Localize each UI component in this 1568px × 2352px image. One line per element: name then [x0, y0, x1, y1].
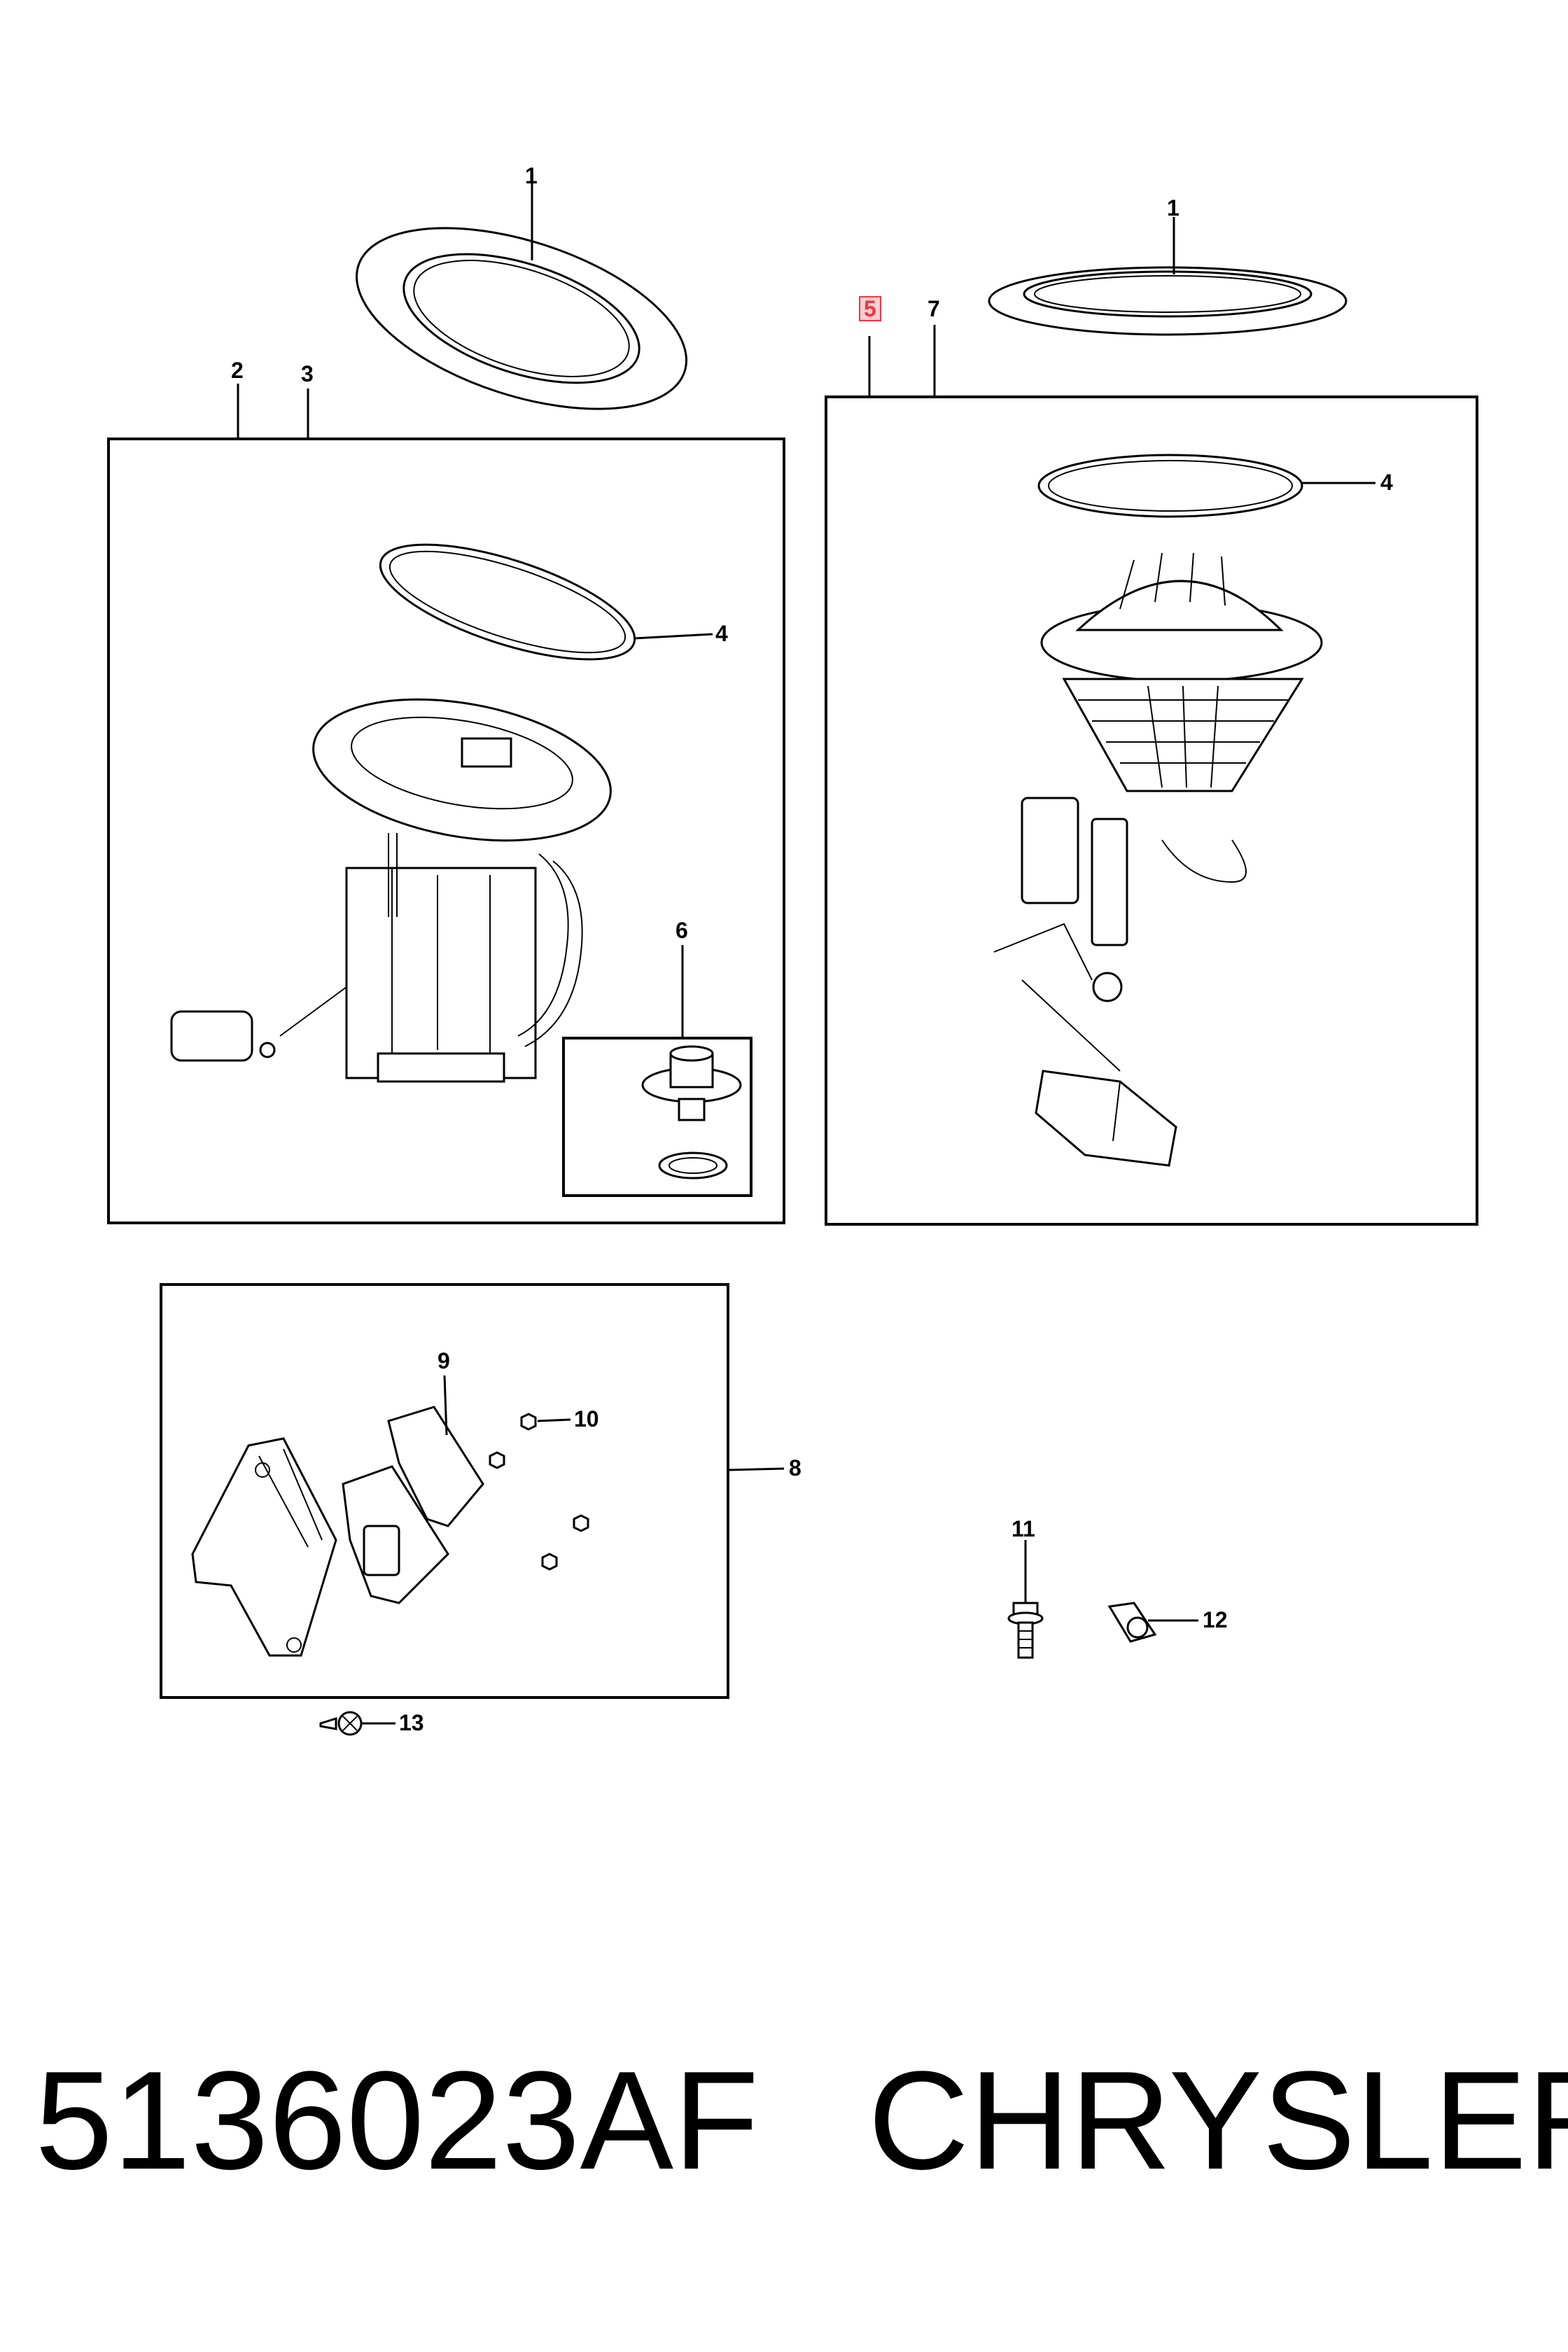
left-module-box [107, 438, 785, 1224]
right-module-box [825, 396, 1478, 1226]
callout-4-left: 4 [715, 621, 728, 646]
fuel-pump-control-module [342, 1406, 484, 1604]
callout-12: 12 [1203, 1607, 1228, 1632]
callout-6: 6 [676, 918, 688, 943]
part-number: 5136023AF [35, 2043, 760, 2199]
callout-9: 9 [438, 1348, 450, 1373]
seal-left [379, 543, 636, 661]
seal-right [1037, 454, 1303, 518]
fuel-pump-module-right [993, 552, 1323, 1167]
regulator-inset-box [562, 1037, 752, 1197]
bracket-box [160, 1283, 729, 1699]
callout-5-highlight [859, 296, 881, 321]
bolt [1007, 1602, 1044, 1659]
callout-3: 3 [301, 361, 314, 386]
callout-7: 7 [927, 296, 940, 321]
callout-5[interactable]: 5 [864, 296, 876, 321]
nuts [489, 1413, 589, 1571]
mounting-bracket [191, 1437, 337, 1657]
callout-1-left: 1 [525, 163, 538, 188]
callout-11: 11 [1011, 1516, 1035, 1541]
callout-1-right: 1 [1167, 195, 1180, 220]
callout-10: 10 [574, 1406, 599, 1432]
pressure-regulator [641, 1045, 742, 1180]
callout-2: 2 [231, 358, 244, 383]
lock-ring-right [988, 266, 1348, 336]
callout-13: 13 [399, 1710, 424, 1735]
callout-8: 8 [789, 1455, 802, 1480]
lock-ring-left [356, 227, 687, 410]
screw [319, 1711, 363, 1736]
clip-nut [1107, 1602, 1157, 1643]
callout-4-right: 4 [1380, 470, 1393, 495]
fuel-pump-module-left [170, 698, 612, 1083]
brand-name: CHRYSLER [868, 2043, 1568, 2199]
